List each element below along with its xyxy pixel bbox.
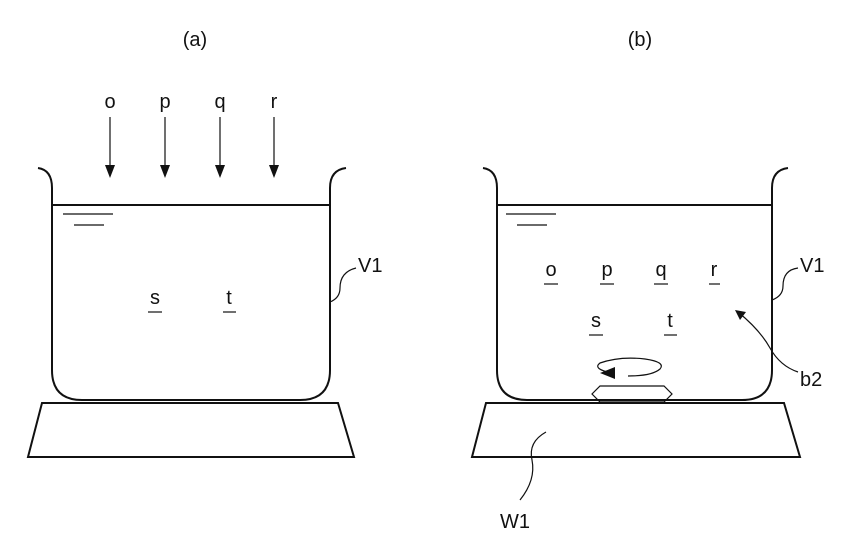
panel-b-beaker	[483, 168, 788, 400]
panel-a-stand	[28, 403, 354, 457]
panel-b-v1-leader	[772, 268, 798, 300]
panel-b-content-t: t	[667, 310, 673, 332]
panel-b-stirrer-label: b2	[800, 369, 822, 391]
panel-b-w1-leader	[520, 432, 546, 500]
panel-b-vessel-label: V1	[800, 255, 824, 277]
panel-a-beaker	[38, 168, 346, 400]
panel-a-content-t: t	[226, 287, 232, 309]
panel-b-content-s: s	[591, 310, 601, 332]
arrow-label-o: o	[104, 91, 115, 113]
panel-a: (a) o p q r s	[28, 29, 382, 457]
panel-b-rotation-arrow	[598, 358, 662, 379]
panel-b-water-symbol	[506, 214, 556, 225]
panel-b-content-r: r	[711, 259, 718, 281]
panel-a-water-symbol	[63, 214, 113, 225]
arrow-label-p: p	[159, 91, 170, 113]
panel-a-arrow-q: q	[214, 91, 225, 178]
panel-a-arrow-r: r	[269, 91, 279, 178]
panel-a-arrow-p: p	[159, 91, 170, 178]
panel-b-caption: (b)	[628, 29, 652, 51]
panel-b-content-q: q	[655, 259, 666, 281]
panel-b-content-o: o	[545, 259, 556, 281]
panel-b: (b) o p q r s t V1	[472, 29, 824, 533]
panel-b-b2-leader	[738, 312, 798, 372]
panel-b-stand-label: W1	[500, 511, 530, 533]
arrow-label-r: r	[271, 91, 278, 113]
arrow-label-q: q	[214, 91, 225, 113]
panel-a-vessel-label: V1	[358, 255, 382, 277]
panel-b-content-p: p	[601, 259, 612, 281]
panel-a-v1-leader	[330, 268, 356, 302]
panel-b-stand	[472, 403, 800, 457]
panel-a-arrow-o: o	[104, 91, 115, 178]
panel-a-caption: (a)	[183, 29, 207, 51]
panel-a-content-s: s	[150, 287, 160, 309]
